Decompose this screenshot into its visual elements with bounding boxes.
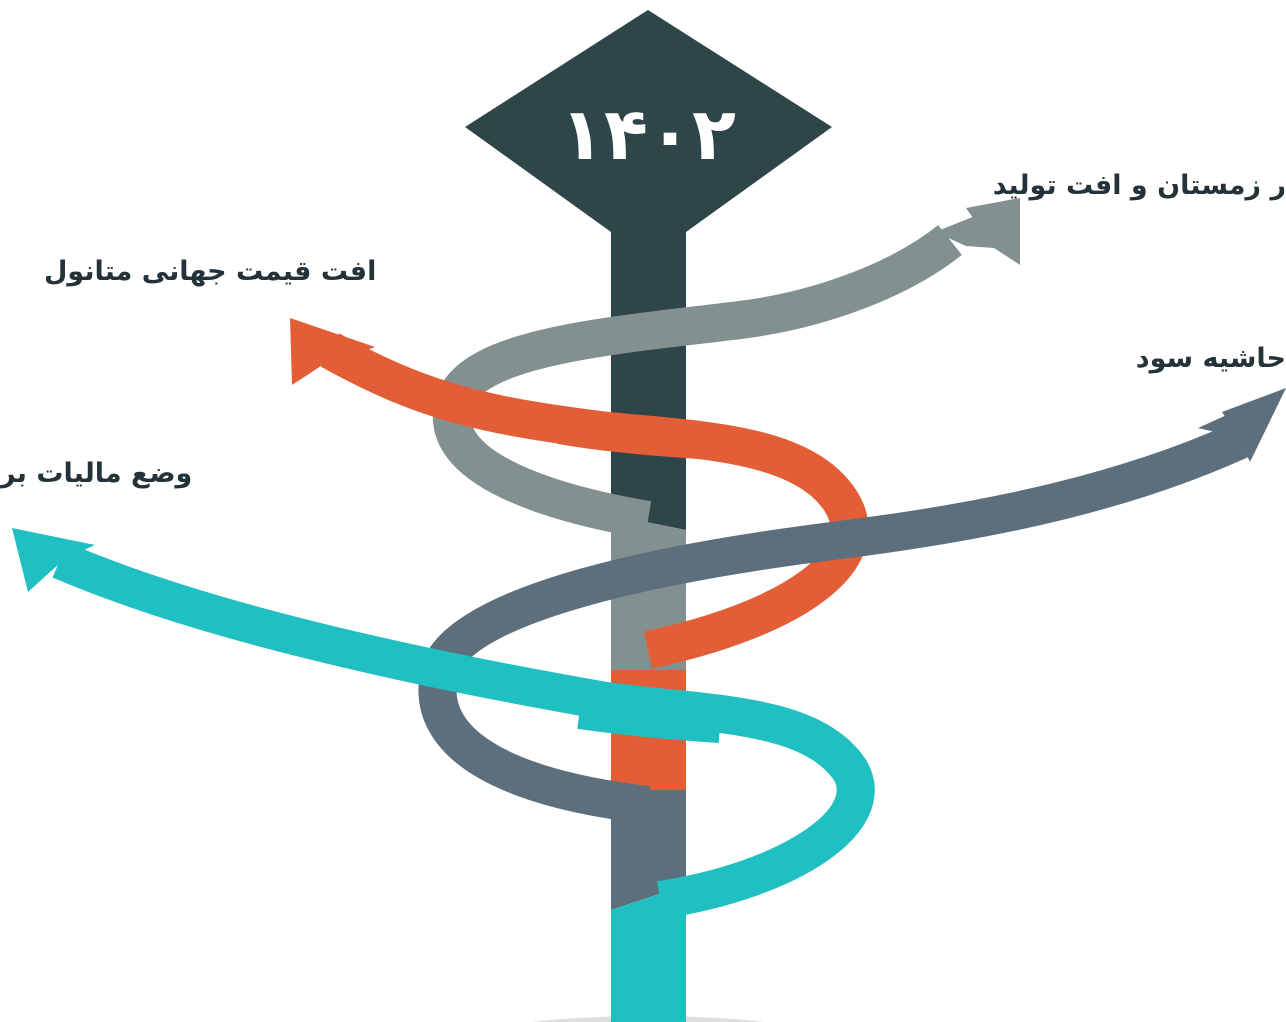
branch-label-orange: افت قیمت جهانی متانول [44,256,377,287]
arrow-gray-head-b [935,198,1020,248]
arrow-slate-path [418,422,1248,824]
branch-label-slate: حاشیه سود [1135,343,1286,374]
arrow-teal-head-b [12,528,66,592]
arrow-teal-front [577,691,722,743]
year-label: ۱۴۰۲ [560,92,736,176]
branch-label-gray: ر زمستان و افت تولید [992,170,1286,201]
arrow-orange-head [290,318,375,362]
arrow-orange-head-b [290,318,334,385]
year-sign-diamond [465,10,832,530]
branch-label-teal: وضع مالیات بر [0,458,193,489]
post-segment-teal [611,885,686,1022]
arrow-slate-head-b [1198,388,1286,450]
arrow-orange-path [320,333,869,669]
arrow-teal-head [12,528,95,566]
arrow-orange-front [556,406,702,459]
arrow-gray-path [433,224,962,539]
